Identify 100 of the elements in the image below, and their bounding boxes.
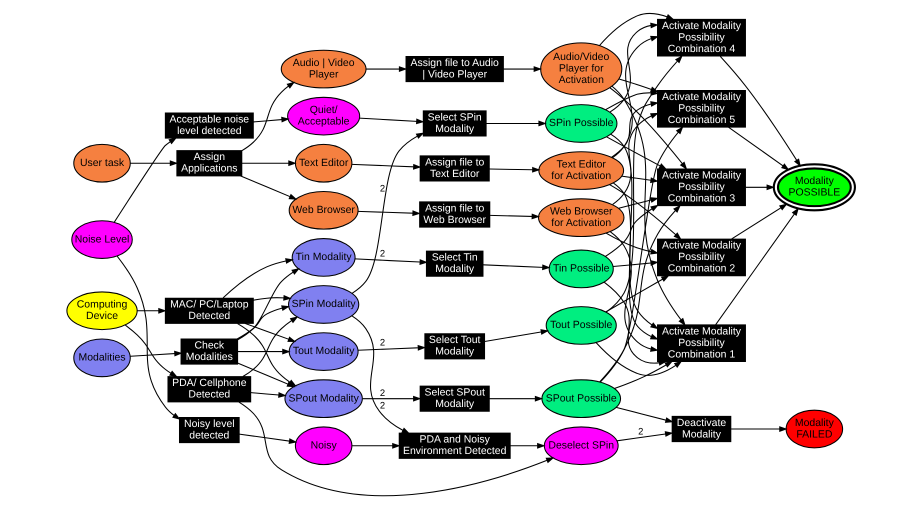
node-box: Acceptable noise level detected [164, 112, 254, 138]
arrow [618, 196, 659, 208]
arrow [242, 316, 298, 376]
arrow [606, 89, 660, 110]
arrow [352, 442, 401, 448]
arrow [606, 232, 659, 254]
node-ellipse: Audio/Video Player for Activation [540, 42, 622, 96]
node-box: Activate Modality Possibility Combination 3 [657, 168, 746, 206]
node-ellipse: Modality FAILED [786, 409, 844, 448]
arrow [489, 395, 544, 402]
arrow [746, 184, 775, 190]
edge-label: 2 [638, 424, 644, 436]
node-box: Check Modalities [180, 338, 238, 364]
node-box: Activate Modality Possibility Combination 2 [657, 238, 746, 276]
arrow [715, 206, 799, 325]
node-box: Activate Modality Possibility Combination 1 [657, 324, 746, 362]
arrow [599, 204, 681, 382]
node-box: MAC/ PC/Laptop Detected [164, 297, 254, 324]
node-ellipse: Quiet/ Acceptable [287, 96, 360, 135]
node-ellipse: Modalities [73, 338, 131, 377]
arrow [130, 160, 178, 166]
node-ellipse: User task [73, 143, 131, 182]
edge-label: 2 [380, 182, 386, 194]
arrow [137, 307, 167, 314]
node-ellipse: SPout Possible [541, 378, 622, 418]
arrow [130, 350, 183, 356]
arrow [728, 126, 790, 170]
node-ellipse: Noisy [294, 426, 352, 465]
arrow [222, 258, 294, 298]
arrow [596, 342, 682, 376]
edge-label: 2 [380, 386, 386, 398]
edge-label: 2 [380, 398, 386, 410]
arrow [504, 66, 542, 72]
node-box: Assign file to Text Editor [420, 154, 490, 182]
arrow [244, 322, 296, 342]
arrow [610, 230, 659, 352]
arrow [605, 274, 670, 312]
arrow [598, 12, 674, 46]
node-box: Select SPout Modality [420, 385, 490, 412]
arrow [366, 66, 408, 72]
node-box: Select Tout Modality [424, 332, 486, 359]
arrow [720, 56, 801, 167]
arrow [352, 163, 422, 170]
arrow [489, 166, 541, 172]
node-ellipse: Computing Device [66, 290, 138, 330]
node-box: Select Tin Modality [426, 250, 484, 276]
node-ellipse: Tout Possible [546, 306, 617, 344]
node-box: Assign file to Audio | Video Player [406, 55, 504, 82]
arrow [116, 255, 181, 420]
node-ellipse: Web Browser for Activation [538, 198, 624, 236]
node-box: Noisy level detected [178, 416, 240, 443]
arrow [238, 348, 291, 354]
node-box: PDA and Noisy Environment Detected [398, 432, 511, 458]
arrow [242, 160, 297, 166]
arrow [114, 136, 178, 222]
arrow [240, 174, 298, 200]
arrow [238, 401, 554, 496]
arrow [614, 360, 674, 389]
node-box: Assign file to Web Browser [419, 200, 490, 228]
arrow [125, 324, 178, 377]
node-box: PDA/ Cellphone Detected [167, 376, 252, 402]
arrow [617, 430, 674, 441]
arrow [731, 426, 788, 432]
node-box: Assign Applications [176, 150, 242, 176]
node-ellipse: SPin Possible [545, 104, 618, 142]
node-box: Activate Modality Possibility Combination 4 [657, 18, 746, 56]
arrow [358, 210, 421, 216]
arrow [606, 54, 683, 312]
arrow [352, 132, 424, 294]
arrow [606, 136, 668, 170]
arrow [236, 304, 290, 339]
arrow [490, 212, 540, 219]
arrow [611, 100, 659, 158]
arrow [242, 81, 296, 151]
arrow [483, 264, 551, 270]
edge-label: 2 [380, 336, 386, 348]
arrow [605, 204, 659, 256]
edge-label: 2 [380, 247, 386, 258]
node-box: Deactivate Modality [672, 415, 732, 442]
arrow [486, 120, 547, 126]
arrow [352, 315, 410, 434]
arrow [250, 392, 287, 398]
arrow [731, 203, 788, 239]
arrow [362, 395, 422, 402]
arrow [510, 442, 546, 448]
node-ellipse: Text Editor for Activation [538, 150, 624, 190]
node-box: Activate Modality Possibility Combination 5 [657, 89, 746, 128]
arrow [355, 258, 428, 264]
node-ellipse: Noise Level [71, 220, 133, 258]
arrow [604, 281, 668, 366]
arrow [616, 406, 674, 422]
arrow [359, 117, 425, 124]
node-box: Select SPin Modality [422, 110, 487, 136]
arrow [253, 116, 290, 122]
arrow [484, 328, 550, 342]
node-ellipse: Tin Possible [548, 249, 614, 288]
arrow [253, 294, 292, 300]
node-ellipse: Tout Modality [288, 332, 359, 370]
arrow [612, 260, 659, 266]
arrow [239, 433, 298, 444]
